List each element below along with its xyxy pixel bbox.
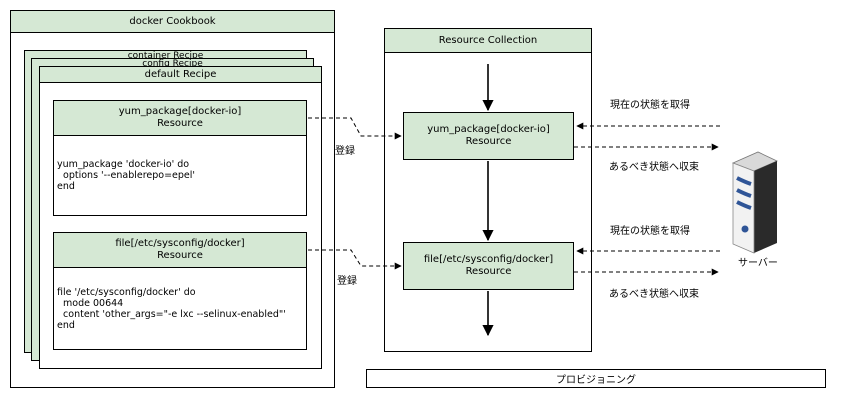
- recipe-resource-yum-name: yum_package[docker-io]: [118, 106, 242, 117]
- register-arrow-1: [308, 117, 402, 140]
- provisioning-label: プロビジョニング: [556, 375, 636, 386]
- code-line: end: [57, 181, 75, 192]
- code-line: end: [57, 319, 75, 331]
- code-line: mode 00644: [57, 297, 124, 309]
- get-state-label-1: 現在の状態を取得: [610, 100, 690, 111]
- get-state-label-2: 現在の状態を取得: [610, 226, 690, 237]
- container-recipe-title: container Recipe: [127, 51, 204, 61]
- cookbook-title: docker Cookbook: [11, 11, 334, 33]
- code-line: content 'other_args="-e lxc --selinux-en…: [57, 308, 286, 320]
- recipe-resource-file: file[/etc/sysconfig/docker] Resource: [53, 232, 307, 268]
- code-line: options '--enablerepo=epel': [57, 170, 196, 181]
- recipe-code-file: file '/etc/sysconfig/docker' do mode 006…: [53, 268, 307, 350]
- register-label-1: 登録: [335, 146, 355, 157]
- server-label: サーバー: [738, 258, 778, 269]
- register-arrow-2: [308, 249, 402, 270]
- resource-collection-title: Resource Collection: [385, 29, 591, 53]
- converge-label-1: あるべき状態へ収束: [609, 162, 699, 173]
- server-icon: [731, 151, 778, 254]
- recipe-resource-yum-kind: Resource: [157, 118, 203, 129]
- provisioning-bar: プロビジョニング: [366, 369, 826, 388]
- code-line: file '/etc/sysconfig/docker' do: [57, 286, 196, 298]
- recipe-code-yum-package: yum_package 'docker-io' do options '--en…: [53, 136, 307, 216]
- recipe-resource-file-name: file[/etc/sysconfig/docker]: [115, 238, 245, 249]
- collection-item-file: file[/etc/sysconfig/docker] Resource: [403, 242, 574, 290]
- default-recipe-title: default Recipe: [40, 67, 321, 83]
- collection-item-yum-kind: Resource: [465, 136, 512, 147]
- collection-item-file-name: file[/etc/sysconfig/docker]: [423, 254, 554, 265]
- code-line: yum_package 'docker-io' do: [57, 159, 190, 170]
- recipe-resource-file-kind: Resource: [157, 250, 203, 261]
- recipe-resource-yum-package: yum_package[docker-io] Resource: [53, 100, 307, 136]
- converge-label-2: あるべき状態へ収束: [609, 289, 699, 300]
- register-label-2: 登録: [337, 276, 357, 287]
- collection-item-yum-name: yum_package[docker-io]: [427, 124, 550, 135]
- collection-item-yum-package: yum_package[docker-io] Resource: [403, 112, 574, 160]
- config-recipe-title: config Recipe: [142, 59, 203, 69]
- collection-item-file-kind: Resource: [465, 266, 512, 277]
